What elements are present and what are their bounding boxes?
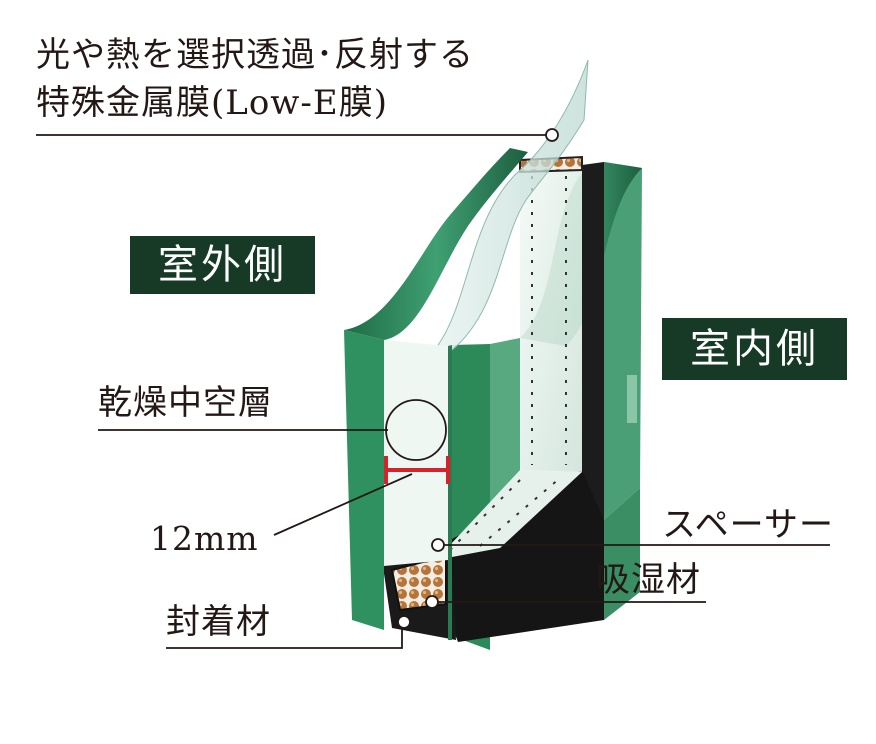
outdoor-glass-pane: [344, 148, 528, 640]
leader-lines: [36, 128, 830, 649]
spacer-frame: [450, 155, 604, 642]
gap-width-label: 12mm: [150, 519, 259, 558]
low-e-film: [437, 59, 589, 351]
sealant-label: 封着材: [166, 602, 271, 642]
desiccant-label: 吸湿材: [596, 560, 701, 600]
spacer-label: スペーサー: [662, 505, 834, 545]
outdoor-side-tag: 室外側: [130, 236, 315, 294]
indoor-side-tag: 室内側: [662, 318, 847, 380]
low-e-label-line2: 特殊金属膜(Low-E膜): [36, 83, 388, 123]
low-e-label-line1: 光や熱を選択透過･反射する: [36, 35, 474, 75]
air-layer-label: 乾燥中空層: [98, 383, 273, 423]
air-gap-interior: [436, 470, 582, 560]
gap-dimension-marker: [384, 456, 450, 484]
